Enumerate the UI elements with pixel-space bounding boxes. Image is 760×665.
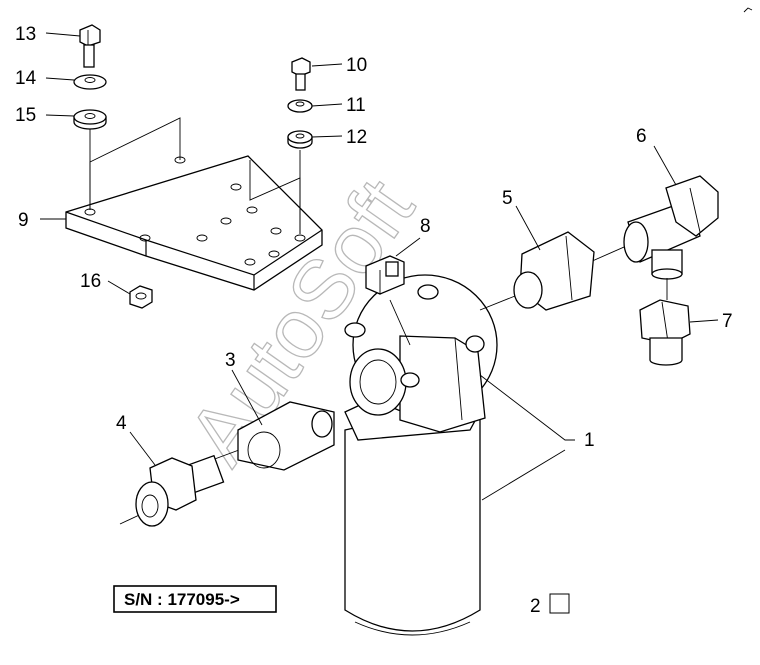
washer-12: [287, 130, 313, 149]
bolt-10: [291, 57, 311, 234]
serial-number: S/N : 177095->: [124, 590, 240, 609]
washer-14: [73, 74, 107, 90]
bolt-13: [79, 24, 101, 210]
connector-4: [119, 454, 225, 527]
callout-6: 6: [636, 126, 647, 147]
fitting-7: [639, 299, 691, 366]
corner-mark: [743, 7, 753, 13]
washer-15: [73, 109, 107, 130]
callout-5: 5: [502, 188, 513, 209]
callout-11: 11: [346, 95, 366, 116]
callout-8: 8: [420, 216, 431, 237]
pressure-switch-8: [365, 255, 411, 346]
callout-16: 16: [80, 271, 101, 292]
elbow-fitting-3: [211, 401, 335, 471]
callout-7: 7: [722, 311, 733, 332]
elbow-fitting-5: [479, 231, 641, 311]
callout-10: 10: [346, 55, 367, 76]
callout-1: 1: [584, 430, 595, 451]
callout-2: 2: [530, 596, 541, 617]
filter-head: [344, 274, 498, 433]
nut-16: [129, 285, 153, 309]
callout-4: 4: [116, 413, 127, 434]
callout-13: 13: [15, 24, 36, 45]
tee-fitting-6: [623, 175, 719, 300]
callout-15: 15: [15, 105, 36, 126]
washer-11: [287, 99, 313, 113]
callout-3: 3: [225, 350, 236, 371]
callout-2-box: [549, 593, 570, 614]
callout-9: 9: [18, 210, 29, 231]
callout-12: 12: [346, 127, 367, 148]
serial-box: [113, 585, 277, 613]
callout-14: 14: [15, 68, 37, 89]
mounting-plate: [65, 117, 323, 291]
leader-lines: [40, 32, 719, 501]
